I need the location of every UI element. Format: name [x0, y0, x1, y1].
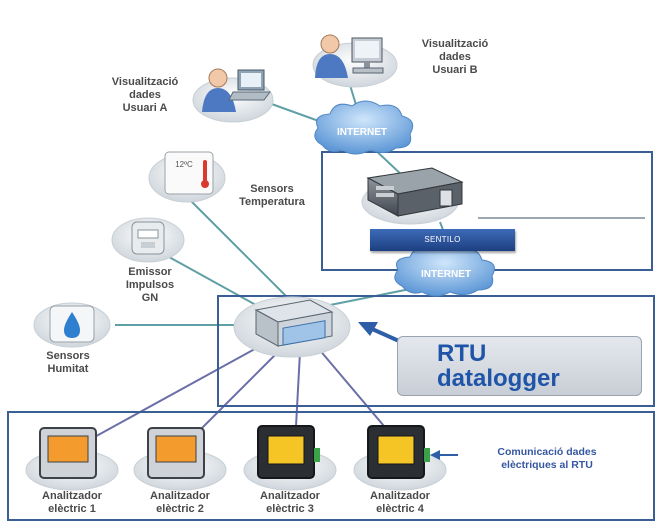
- user-b-label-line-1: Visualització: [421, 38, 489, 50]
- user-a-label-line-1: Visualització: [111, 76, 179, 88]
- user-b-label-line-3: Usuari B: [432, 64, 478, 76]
- analyzer-3-label-line-2: elèctric 3: [266, 503, 314, 515]
- temperature-sensor-icon: [148, 151, 226, 203]
- comms-arrow: [430, 450, 458, 460]
- server-icon: [361, 167, 464, 225]
- temperature-label-line-1: Sensors: [250, 183, 294, 195]
- user-a-label-line-2: dades: [129, 89, 161, 101]
- internet-cloud-bottom: [394, 244, 495, 297]
- rtu-title-line-2: datalogger: [437, 365, 560, 392]
- comms-note-line-1: Comunicació dades: [497, 446, 597, 458]
- user-b-label: Visualització dades Usuari B: [400, 38, 510, 77]
- comms-note: Comunicació dades elèctriques al RTU: [462, 446, 632, 472]
- analyzer-3-icon: [243, 425, 337, 491]
- user-a-label-line-3: Usuari A: [122, 102, 168, 114]
- humidity-sensor-icon: [33, 302, 111, 348]
- sentilo-platform-label: SENTILO: [370, 229, 515, 251]
- humidity-sensor-label: Sensors Humitat: [28, 350, 108, 376]
- user-b-icon: [312, 34, 398, 88]
- rtu-callout-box: [397, 336, 642, 396]
- link-temperature-rtu: [189, 199, 291, 301]
- pulse-emitter-label: Emissor Impulsos GN: [110, 266, 190, 305]
- analyzer-4-label: Analitzador elèctric 4: [350, 490, 450, 516]
- analyzer-2-label-line-1: Analitzador: [150, 490, 210, 502]
- comms-note-line-2: elèctriques al RTU: [501, 459, 593, 471]
- rtu-title: RTU datalogger: [437, 341, 637, 391]
- pulse-label-line-2: Impulsos: [125, 279, 175, 291]
- rtu-device-icon: [233, 296, 351, 358]
- internet-label-bottom: INTERNET: [421, 269, 471, 280]
- temperature-display: 12ºC: [175, 160, 193, 169]
- internet-label-top: INTERNET: [337, 127, 387, 138]
- analyzer-3-label-line-1: Analitzador: [260, 490, 320, 502]
- analyzer-4-label-line-1: Analitzador: [370, 490, 430, 502]
- temperature-label-line-2: Temperatura: [239, 196, 305, 208]
- link-pulse-rtu: [159, 251, 266, 311]
- analyzers-frame: [7, 411, 655, 521]
- link-rtu-analyzer-1: [79, 344, 263, 446]
- user-a-icon: [192, 68, 274, 123]
- pulse-emitter-icon: [111, 217, 185, 263]
- pulse-label-line-1: Emissor: [128, 266, 172, 278]
- analyzer-4-icon: [353, 425, 447, 491]
- internet-cloud-top: [314, 100, 414, 155]
- humidity-label-line-2: Humitat: [47, 363, 89, 375]
- user-b-label-line-2: dades: [439, 51, 471, 63]
- temperature-sensor-label: Sensors Temperatura: [222, 183, 322, 209]
- analyzer-2-label: Analitzador elèctric 2: [130, 490, 230, 516]
- humidity-label-line-1: Sensors: [46, 350, 90, 362]
- analyzer-3-label: Analitzador elèctric 3: [240, 490, 340, 516]
- user-a-label: Visualització dades Usuari A: [90, 76, 200, 115]
- pulse-label-line-3: GN: [141, 292, 159, 304]
- analyzer-2-label-line-2: elèctric 2: [156, 503, 204, 515]
- analyzer-2-icon: [133, 427, 227, 491]
- rtu-title-line-1: RTU: [437, 340, 487, 367]
- analyzer-1-label-line-2: elèctric 1: [48, 503, 96, 515]
- analyzer-1-icon: [25, 427, 119, 491]
- analyzer-1-label-line-1: Analitzador: [42, 490, 102, 502]
- analyzer-4-label-line-2: elèctric 4: [376, 503, 424, 515]
- analyzer-1-label: Analitzador elèctric 1: [22, 490, 122, 516]
